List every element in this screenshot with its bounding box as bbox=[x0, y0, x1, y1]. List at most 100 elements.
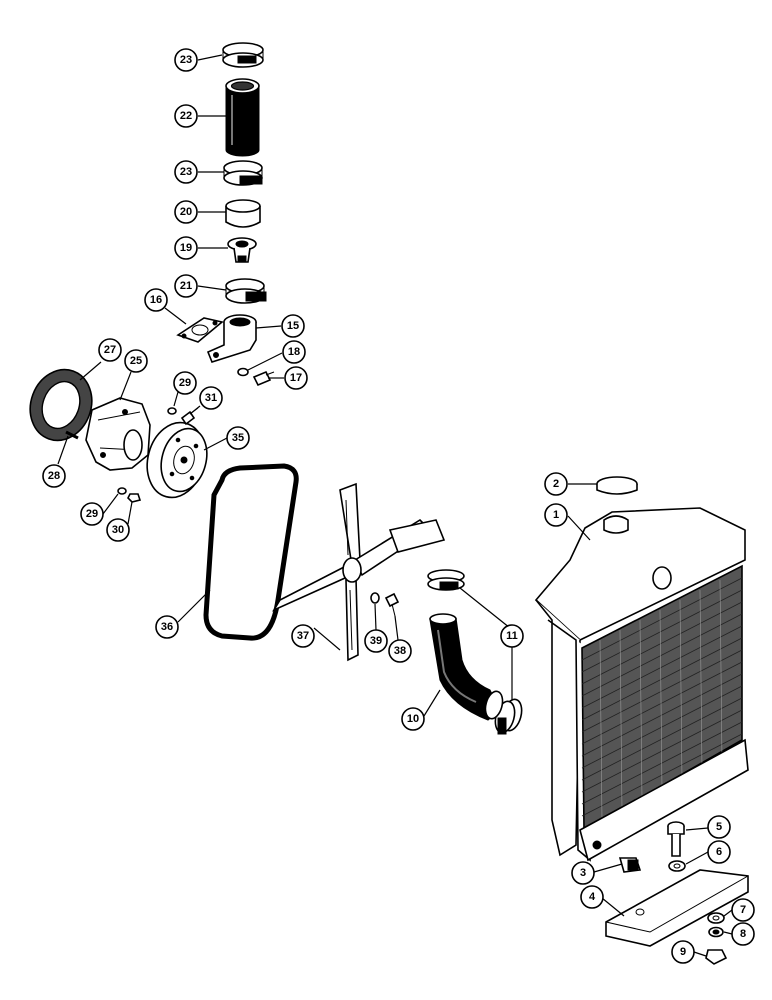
upper-hose bbox=[225, 78, 260, 157]
callout-16: 16 bbox=[144, 288, 168, 312]
callout-39: 39 bbox=[364, 629, 388, 653]
thermostat-gasket bbox=[176, 317, 224, 343]
callout-17: 17 bbox=[284, 366, 308, 390]
svg-text:37: 37 bbox=[297, 630, 309, 642]
radiator bbox=[534, 507, 749, 862]
svg-text:38: 38 bbox=[394, 645, 406, 657]
callout-1: 1 bbox=[544, 503, 568, 527]
mounting-bolt bbox=[667, 821, 685, 857]
sleeve bbox=[225, 199, 261, 228]
svg-text:6: 6 bbox=[716, 846, 722, 858]
svg-text:20: 20 bbox=[180, 206, 192, 218]
svg-text:5: 5 bbox=[716, 821, 722, 833]
cooling-fan bbox=[271, 482, 446, 662]
callout-37: 37 bbox=[291, 624, 315, 648]
bracket-washer-7 bbox=[707, 912, 725, 924]
svg-text:11: 11 bbox=[506, 630, 518, 642]
bracket-nut bbox=[705, 949, 728, 965]
callout-7: 7 bbox=[731, 898, 755, 922]
hose-clamp-middle bbox=[223, 160, 263, 186]
svg-text:9: 9 bbox=[680, 946, 686, 958]
svg-text:19: 19 bbox=[180, 242, 192, 254]
svg-text:30: 30 bbox=[112, 524, 124, 536]
callout-4: 4 bbox=[580, 885, 604, 909]
water-pump-pulley bbox=[146, 421, 208, 499]
svg-text:18: 18 bbox=[288, 346, 300, 358]
thermostat bbox=[227, 237, 257, 263]
svg-text:23: 23 bbox=[180, 54, 192, 66]
mounting-washer bbox=[668, 860, 686, 872]
svg-text:22: 22 bbox=[180, 110, 192, 122]
callout-27: 27 bbox=[98, 338, 122, 362]
callout-8: 8 bbox=[731, 922, 755, 946]
fan-bolt bbox=[384, 592, 400, 617]
callout-11: 11 bbox=[500, 624, 524, 648]
callout-5: 5 bbox=[707, 815, 731, 839]
svg-text:35: 35 bbox=[232, 432, 244, 444]
fan-lockwasher bbox=[370, 592, 380, 604]
svg-text:3: 3 bbox=[580, 867, 586, 879]
svg-text:10: 10 bbox=[407, 713, 419, 725]
callout-28: 28 bbox=[42, 464, 66, 488]
hose-clamp-lower bbox=[225, 278, 267, 304]
svg-text:25: 25 bbox=[130, 355, 142, 367]
svg-text:16: 16 bbox=[150, 294, 162, 306]
housing-washer bbox=[237, 367, 249, 377]
callout-30: 30 bbox=[106, 518, 130, 542]
callout-6: 6 bbox=[707, 840, 731, 864]
callout-20: 20 bbox=[174, 200, 198, 224]
hose-clamp-top bbox=[222, 42, 264, 68]
svg-text:36: 36 bbox=[161, 621, 173, 633]
svg-text:27: 27 bbox=[104, 344, 116, 356]
housing-bolt bbox=[252, 370, 275, 387]
svg-text:8: 8 bbox=[740, 928, 746, 940]
svg-text:7: 7 bbox=[740, 904, 746, 916]
lower-hose-clamp-upper bbox=[427, 569, 465, 591]
callout-3: 3 bbox=[571, 861, 595, 885]
radiator-cap bbox=[596, 476, 638, 495]
svg-text:39: 39 bbox=[370, 635, 382, 647]
callout-31: 31 bbox=[199, 386, 223, 410]
svg-text:4: 4 bbox=[589, 891, 596, 903]
bracket-washer-8 bbox=[708, 926, 724, 938]
mounting-bracket bbox=[605, 869, 749, 947]
callout-25: 25 bbox=[124, 349, 148, 373]
svg-text:28: 28 bbox=[48, 470, 60, 482]
svg-text:23: 23 bbox=[180, 166, 192, 178]
callout-29-lower: 29 bbox=[80, 502, 104, 526]
pump-bolt-upper bbox=[180, 407, 199, 426]
callout-38: 38 bbox=[388, 639, 412, 663]
callout-9: 9 bbox=[671, 940, 695, 964]
callout-19: 19 bbox=[174, 236, 198, 260]
drain-cock bbox=[618, 857, 642, 873]
pump-dowel-pin bbox=[65, 430, 79, 440]
svg-text:2: 2 bbox=[553, 478, 559, 490]
callout-10: 10 bbox=[401, 707, 425, 731]
svg-text:21: 21 bbox=[180, 280, 192, 292]
pump-nut-lower bbox=[127, 493, 142, 503]
callout-18: 18 bbox=[282, 340, 306, 364]
callout-21: 21 bbox=[174, 274, 198, 298]
thermostat-housing bbox=[206, 314, 257, 363]
svg-text:31: 31 bbox=[205, 392, 217, 404]
callout-36: 36 bbox=[155, 615, 179, 639]
callout-29-upper: 29 bbox=[173, 371, 197, 395]
callout-23-middle: 23 bbox=[174, 160, 198, 184]
callout-35: 35 bbox=[226, 426, 250, 450]
svg-text:17: 17 bbox=[290, 372, 302, 384]
fan-belt bbox=[203, 463, 299, 641]
svg-text:15: 15 bbox=[287, 320, 299, 332]
pump-lockwasher-upper bbox=[167, 407, 177, 415]
lower-hose bbox=[429, 613, 504, 721]
water-pump-gasket bbox=[29, 368, 93, 442]
svg-text:29: 29 bbox=[179, 377, 191, 389]
pump-lockwasher-lower bbox=[117, 487, 127, 495]
svg-text:1: 1 bbox=[553, 509, 559, 521]
callout-15: 15 bbox=[281, 314, 305, 338]
water-pump bbox=[85, 397, 151, 471]
callout-23-top: 23 bbox=[174, 48, 198, 72]
svg-text:29: 29 bbox=[86, 508, 98, 520]
callout-2: 2 bbox=[544, 472, 568, 496]
callout-22: 22 bbox=[174, 104, 198, 128]
